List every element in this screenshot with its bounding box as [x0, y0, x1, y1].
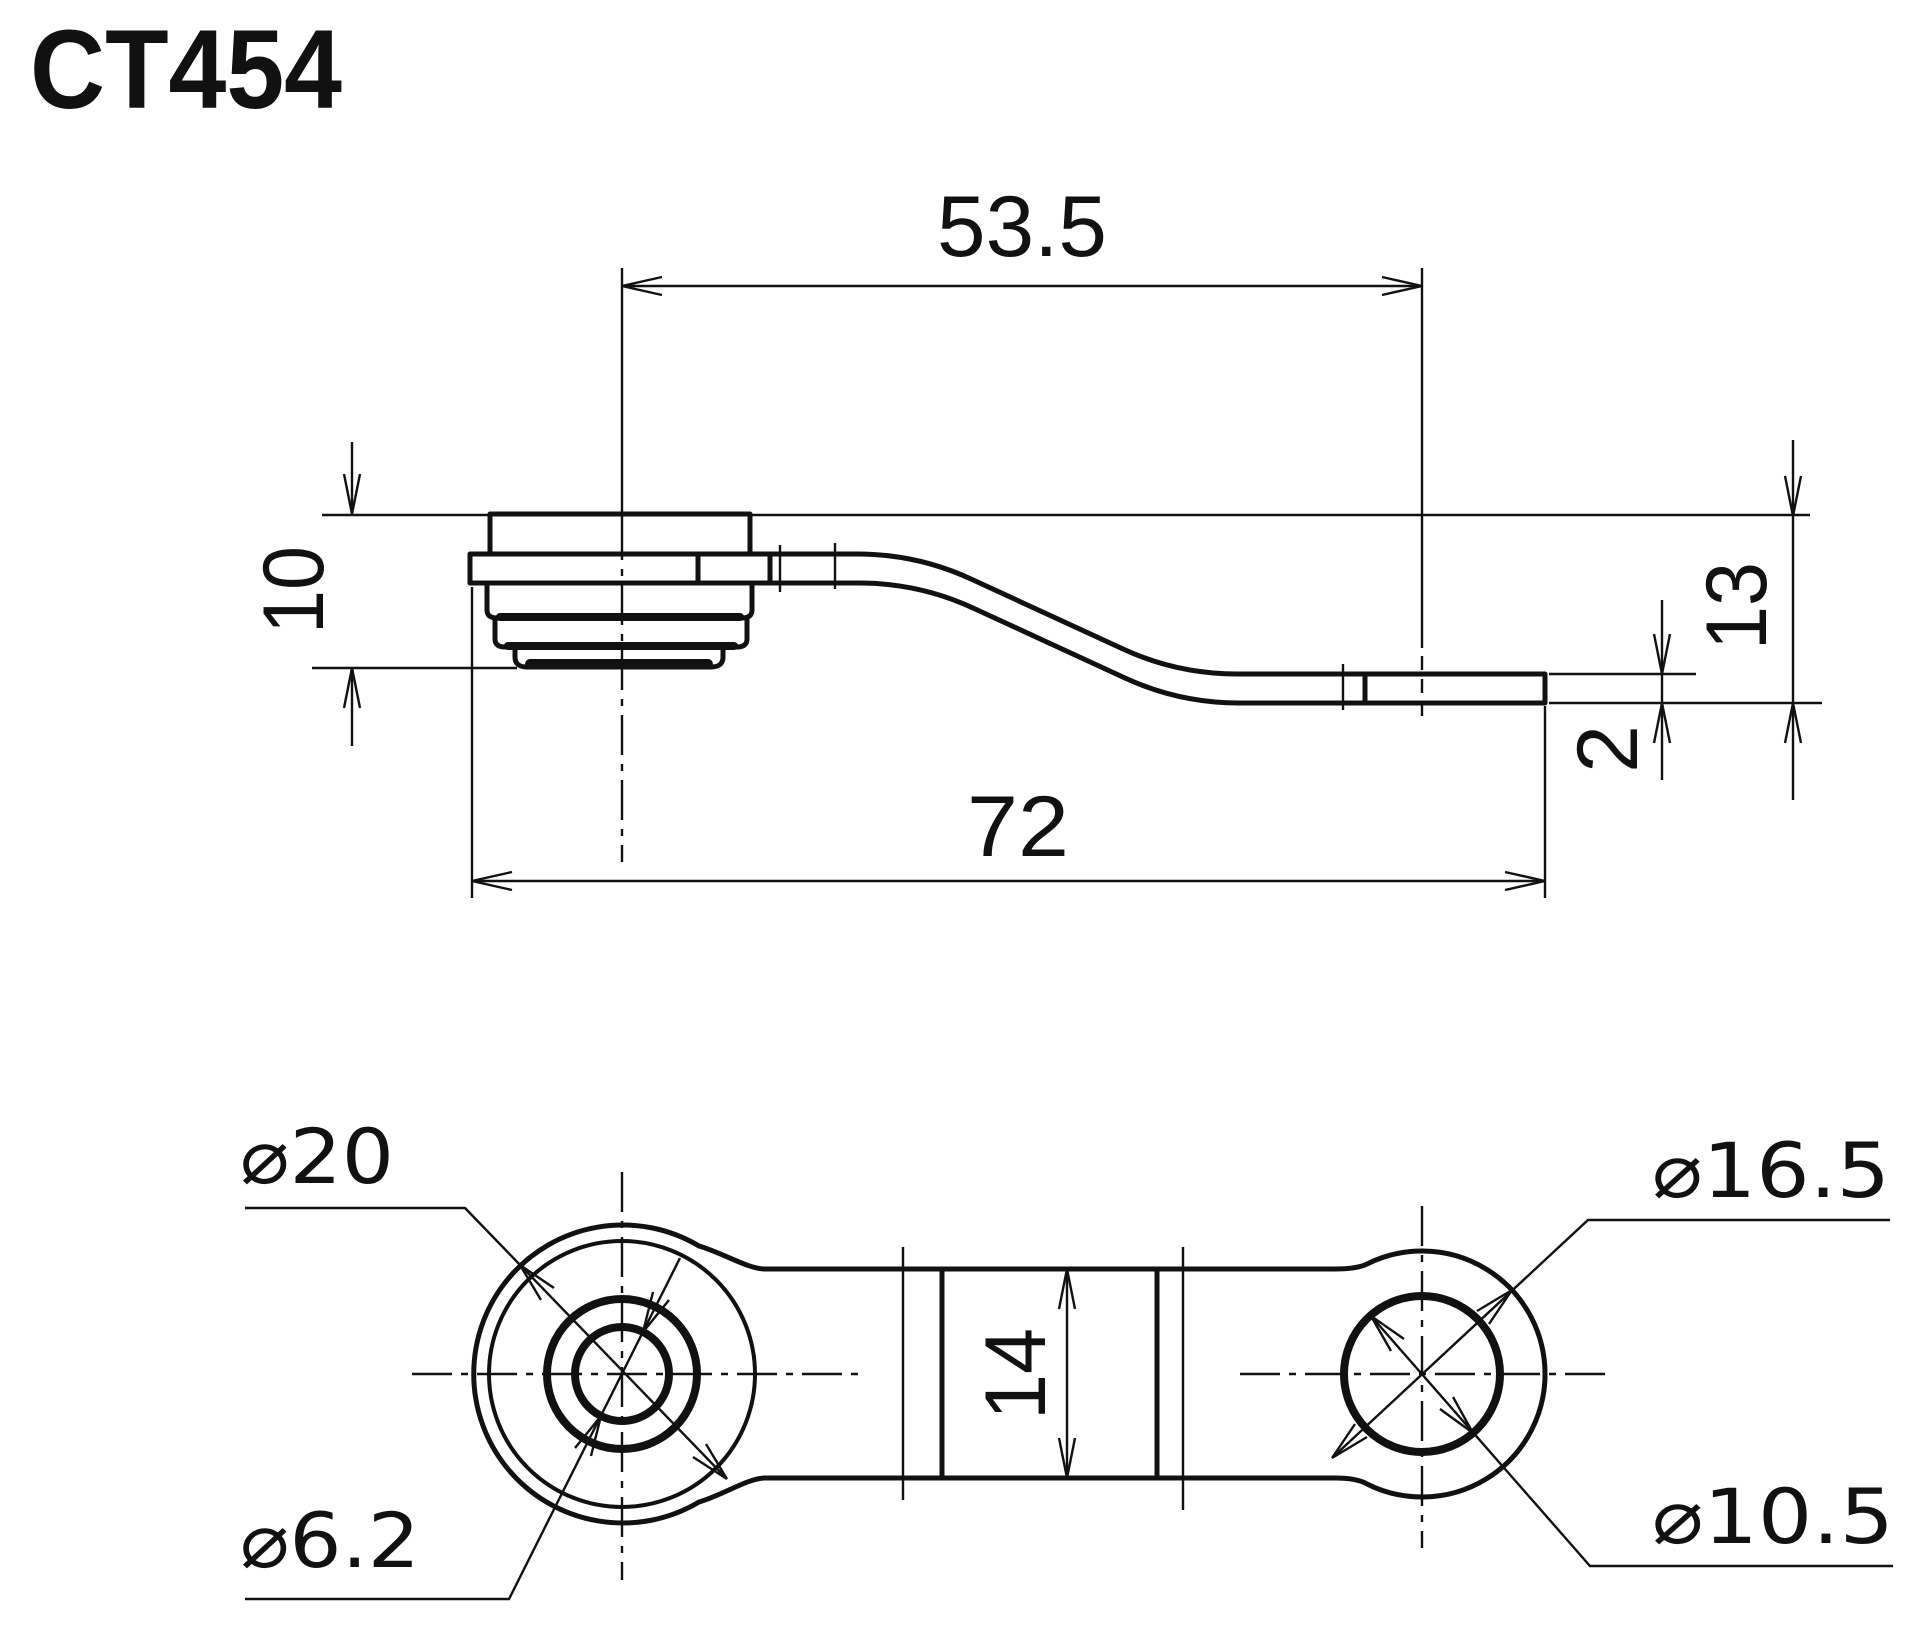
strap-outline	[471, 1222, 1548, 1526]
arrow-down-icon	[1652, 633, 1672, 675]
arrow-right-icon	[1504, 870, 1546, 892]
plate-outline	[467, 551, 1548, 706]
boss-hole-circle	[571, 1323, 673, 1425]
dim-boss-height: 10	[246, 442, 362, 746]
arrow-downright-icon	[1439, 1396, 1475, 1434]
arrow-up-icon	[342, 667, 362, 709]
arrow-up-icon	[1057, 1268, 1077, 1310]
dim-plate-thickness-label: 2	[1560, 725, 1656, 773]
arrow-downleft-icon	[1331, 1423, 1368, 1460]
boss-counterbore-circle	[543, 1295, 701, 1453]
side-profile-outline	[467, 511, 1548, 710]
dim-hole-offset-label: 53.5	[937, 179, 1107, 275]
leader-line	[1370, 1315, 1893, 1568]
arrow-upleft-icon	[518, 1264, 555, 1301]
arrow-downright-icon	[692, 1443, 729, 1481]
arrow-up-icon	[1783, 702, 1803, 744]
arrow-inward-lower-icon	[574, 1415, 603, 1457]
arrow-left-icon	[471, 870, 513, 892]
dim-plate-thickness: 2	[1560, 600, 1672, 780]
leader-line	[1331, 1218, 1890, 1459]
arrow-down-icon	[342, 473, 362, 515]
dim-boss-flange-dia-label: ⌀20	[240, 1112, 394, 1201]
dim-end-height-label: 13	[1689, 562, 1785, 650]
dim-boss-hole-dia: ⌀6.2	[240, 1257, 682, 1601]
dim-boss-height-label: 10	[246, 546, 342, 634]
arrow-inward-upper-icon	[641, 1291, 670, 1333]
arrow-upleft-icon	[1369, 1315, 1405, 1352]
arrow-down-icon	[1783, 475, 1803, 517]
arrow-upright-icon	[1476, 1288, 1513, 1325]
dim-hole-offset: 53.5	[620, 179, 1424, 722]
dim-boss-hole-dia-label: ⌀6.2	[240, 1496, 420, 1585]
dim-overall-length-label: 72	[967, 779, 1069, 875]
boss-body-circle	[487, 1239, 757, 1509]
end-hole-circle	[1340, 1292, 1504, 1456]
arrow-right-icon	[1381, 275, 1423, 297]
boss-cap-outline	[487, 511, 753, 554]
leader-line	[245, 1206, 728, 1480]
dim-end-outer-dia-label: ⌀16.5	[1652, 1126, 1890, 1215]
dim-end-outer-dia: ⌀16.5	[1331, 1126, 1890, 1460]
boss-step-1	[484, 583, 755, 621]
drawing-title: CT454	[30, 7, 342, 132]
arrow-up-icon	[1652, 702, 1672, 744]
dim-end-height: 13	[1689, 440, 1803, 800]
bottom-view: 14 ⌀20 ⌀6.2 ⌀16.5 ⌀10.5	[240, 1112, 1894, 1601]
leader-line	[245, 1257, 682, 1601]
dim-strap-width-label: 14	[968, 1328, 1064, 1420]
arrow-left-icon	[621, 275, 663, 297]
dim-end-hole-dia-label: ⌀10.5	[1652, 1472, 1894, 1561]
dim-boss-flange-dia: ⌀20	[240, 1112, 729, 1481]
dim-strap-width: 14	[968, 1268, 1077, 1479]
side-view: 53.5 10 13 2	[246, 179, 1822, 898]
dim-end-hole-dia: ⌀10.5	[1369, 1315, 1894, 1568]
dim-overall-length: 72	[470, 587, 1547, 898]
arrow-down-icon	[1057, 1437, 1077, 1479]
